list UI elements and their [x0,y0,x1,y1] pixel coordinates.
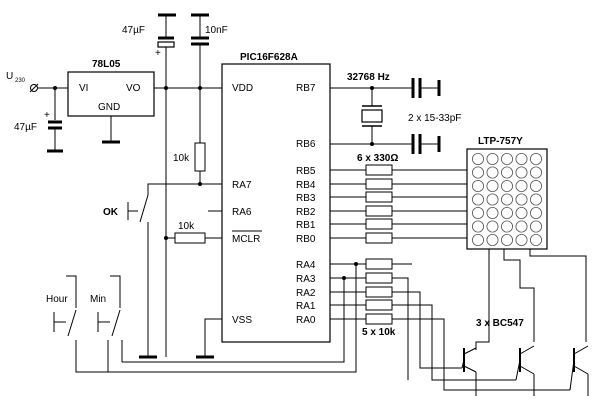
led-dot [471,220,484,233]
led-dot [530,206,543,219]
ok-button-label: OK [103,207,119,218]
pin-rb1: RB1 [296,220,316,231]
led-dot [486,206,499,219]
transistors-label: 3 x BC547 [476,318,524,329]
led-dot [500,206,513,219]
pin-ra6: RA6 [232,207,252,218]
bulk-cap [157,13,176,357]
ok-button[interactable] [127,194,149,223]
pin-rb2: RB2 [296,207,316,218]
led-dot [530,220,543,233]
bulk-cap-polarity: + [155,48,161,59]
bulk-cap-label: 47µF [122,25,145,36]
led-dot [486,193,499,206]
led-dot [530,166,543,179]
pin-rb6: RB6 [296,139,316,150]
led-dot [471,233,484,246]
mcu-left-wiring [166,210,222,359]
input-cap-polarity: + [44,110,50,121]
pin-mclr: MCLR [232,234,260,245]
pin-ra7: RA7 [232,180,252,191]
led-dot [500,152,513,165]
led-dot [471,179,484,192]
input-cap-label: 47µF [14,122,37,133]
led-grid [471,152,543,246]
led-dot [471,193,484,206]
column-resistors-label: 5 x 10k [362,327,396,338]
led-dot [515,152,528,165]
pin-ra4: RA4 [296,260,316,271]
pin-rb3: RB3 [296,193,316,204]
pin-rb7: RB7 [296,83,316,94]
pin-vss: VSS [232,315,252,326]
led-dot [471,166,484,179]
led-dot [471,206,484,219]
led-dot [500,193,513,206]
crystal [330,78,441,154]
hour-button-label: Hour [46,294,68,305]
pin-ra0: RA0 [296,315,316,326]
display-name: LTP-757Y [478,136,523,147]
led-dot [500,166,513,179]
led-dot [486,166,499,179]
pin-rb5: RB5 [296,166,316,177]
mclr-pullup-label: 10k [178,221,195,232]
led-dot [515,193,528,206]
led-matrix [466,148,548,250]
regulator-pin-gnd: GND [98,102,120,113]
pin-ra2: RA2 [296,288,316,299]
input-wiring [38,86,68,153]
input-terminal: U 230 [6,71,39,93]
regulator-pin-in: VI [79,83,88,94]
led-dot [530,179,543,192]
regulator-pin-out: VO [126,83,141,94]
led-dot [515,166,528,179]
vdd-rail [154,86,222,90]
input-label: U [6,71,13,82]
row-resistors [330,164,467,244]
led-dot [486,233,499,246]
led-dot [530,233,543,246]
led-dot [515,220,528,233]
row-resistors-label: 6 x 330Ω [357,153,398,164]
pin-vdd: VDD [232,83,253,94]
decoupling-cap-label: 10nF [205,25,228,36]
column-resistors [330,258,570,391]
min-button-label: Min [90,294,106,305]
hour-button[interactable] [53,275,108,373]
input-subscript: 230 [15,78,26,84]
led-dot [500,220,513,233]
decoupling-cap [191,13,209,143]
pin-ra3: RA3 [296,274,316,285]
transistors [461,249,589,396]
ra7-pullup-label: 10k [173,153,190,164]
led-dot [486,220,499,233]
pin-rb4: RB4 [296,180,316,191]
led-dot [515,206,528,219]
mcu-name: PIC16F628A [240,52,298,63]
crystal-caps-label: 2 x 15-33pF [408,113,461,124]
pin-ra1: RA1 [296,301,316,312]
led-dot [515,179,528,192]
regulator-name: 78L05 [92,59,121,70]
led-dot [530,193,543,206]
pin-rb0: RB0 [296,234,316,245]
led-dot [471,152,484,165]
ra7-pullup [194,142,222,186]
led-dot [500,233,513,246]
led-dot [530,152,543,165]
led-dot [486,179,499,192]
crystal-frequency: 32768 Hz [347,72,390,83]
led-dot [515,233,528,246]
led-dot [500,179,513,192]
button-wiring [107,183,358,373]
min-button[interactable] [97,275,121,337]
mcu: PIC16F628A VDD RA7 RA6 MCLR VSS RB7 RB6 … [221,52,331,343]
led-dot [486,152,499,165]
regulator: 78L05 VI VO GND [67,59,155,144]
